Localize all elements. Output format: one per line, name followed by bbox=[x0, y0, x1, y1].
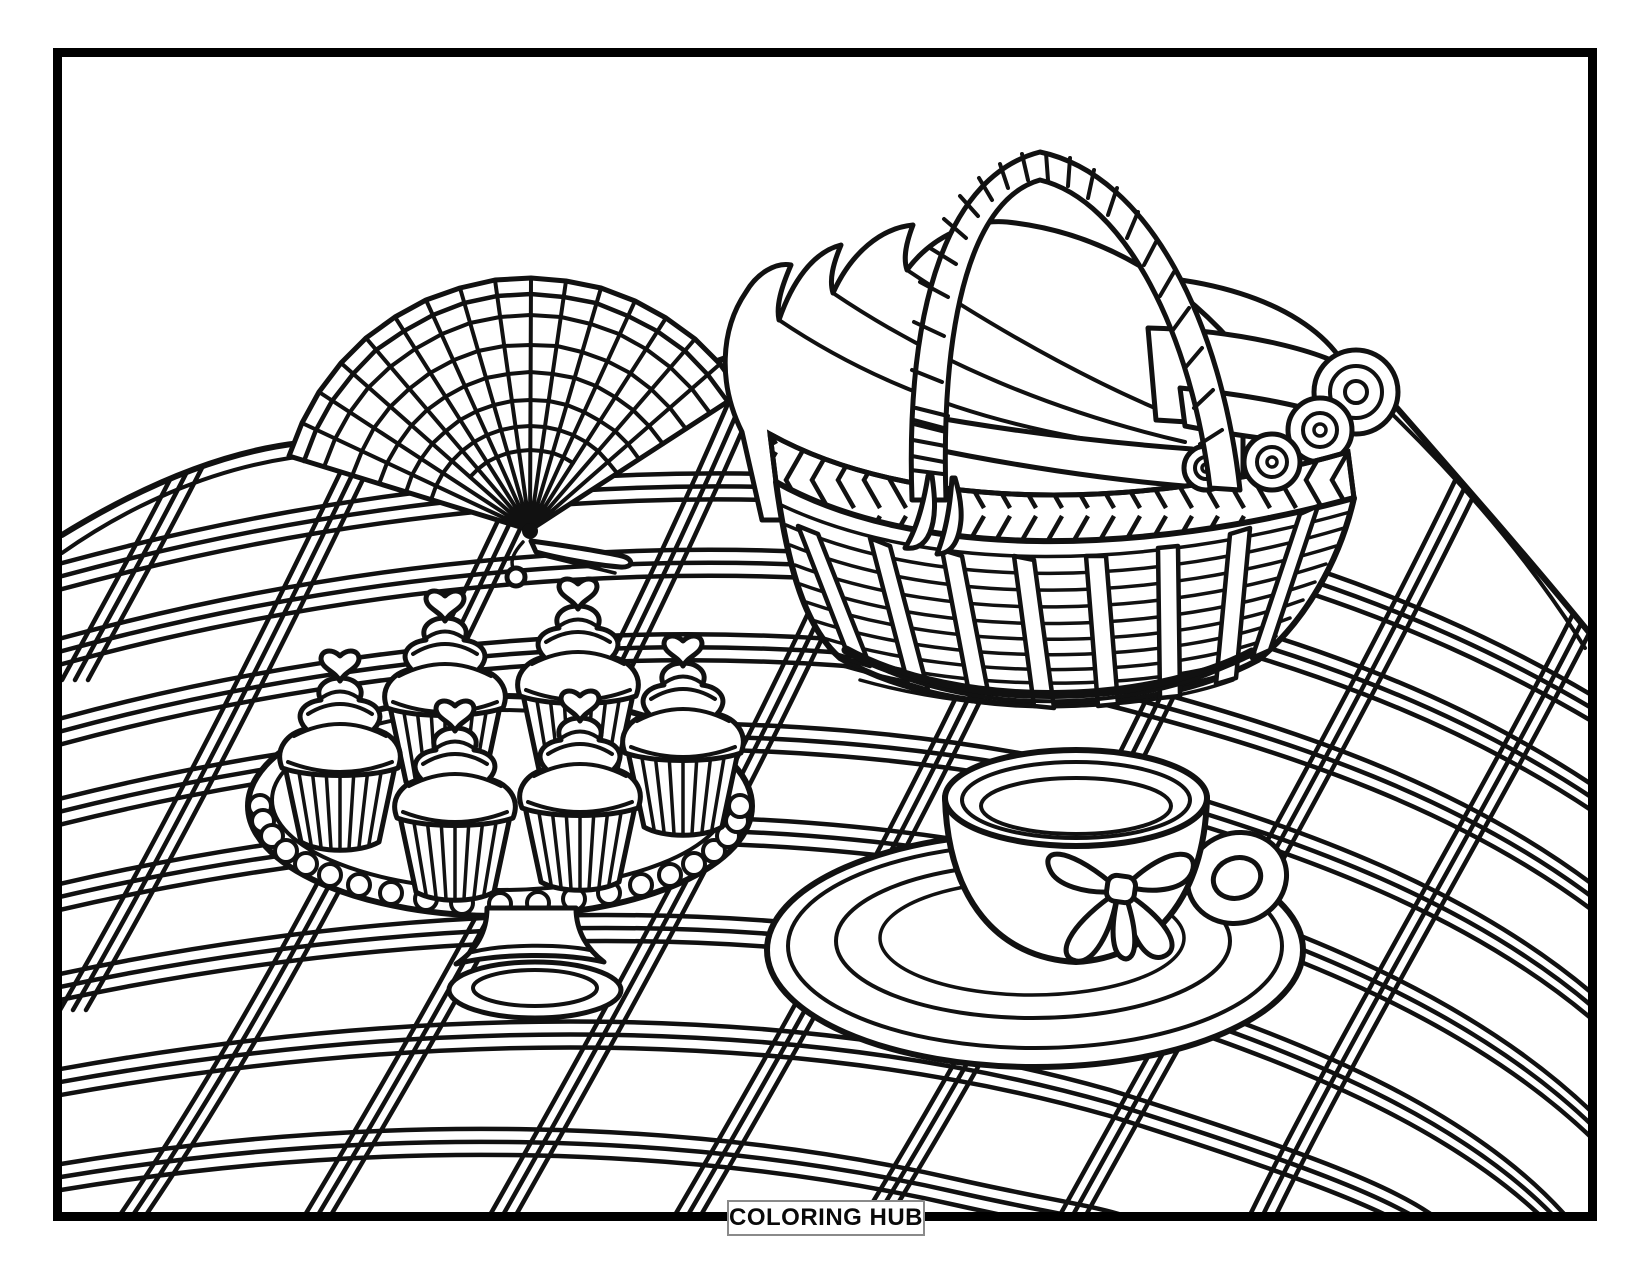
ribbon-bow bbox=[1045, 851, 1196, 964]
brand-label-text: COLORING HUB bbox=[729, 1204, 923, 1231]
cake-stand-pedestal bbox=[446, 905, 624, 1021]
fan-pivot-and-tassel bbox=[504, 523, 634, 589]
picnic-basket-illustration bbox=[722, 149, 1401, 711]
basket-handle bbox=[902, 149, 1243, 557]
cake-stand-illustration bbox=[245, 579, 755, 1021]
teacup-illustration bbox=[764, 747, 1306, 1070]
brand-label: COLORING HUB bbox=[727, 1200, 925, 1236]
folding-fan-illustration bbox=[286, 275, 744, 589]
teacup-handle bbox=[1184, 829, 1290, 927]
